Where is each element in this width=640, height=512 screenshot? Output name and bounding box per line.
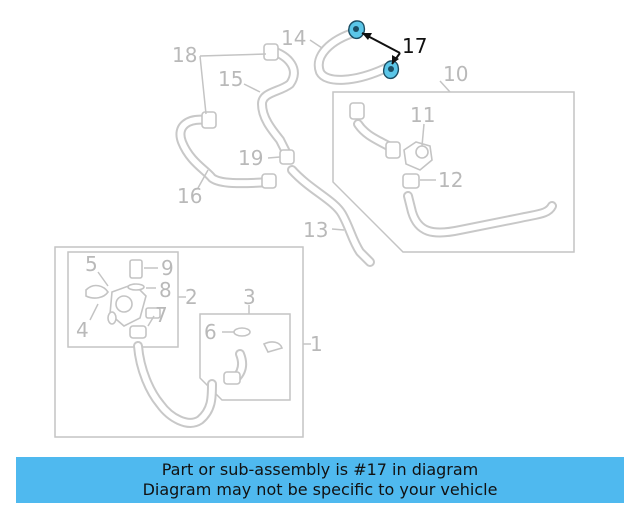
callout-1: 1 [310, 332, 323, 356]
part-19-clamp [279, 149, 295, 165]
callout-4: 4 [76, 318, 89, 342]
leader-17 [361, 32, 401, 65]
callout-9: 9 [161, 256, 174, 280]
assembly-10-box [332, 91, 575, 253]
assembly-3-box [199, 313, 291, 401]
callout-19: 19 [238, 146, 263, 170]
part-15-hose [257, 43, 299, 161]
leader-7 [147, 315, 155, 327]
leader-10 [439, 80, 451, 93]
leader-15 [243, 83, 261, 93]
callout-14: 14 [281, 26, 306, 50]
part-11-fitting [349, 102, 433, 171]
banner-line-1: Part or sub-assembly is #17 in diagram [161, 460, 479, 479]
callout-11: 11 [410, 103, 435, 127]
leader-13 [331, 228, 345, 231]
callout-6: 6 [204, 320, 217, 344]
leader-5 [97, 271, 109, 287]
part-12-clamp [402, 173, 420, 189]
callout-10: 10 [443, 62, 468, 86]
assembly-2-box [67, 251, 179, 348]
part-14-hose [313, 27, 391, 85]
leader-16 [197, 169, 209, 189]
callout-7: 7 [155, 303, 168, 327]
info-banner: Part or sub-assembly is #17 in diagram D… [16, 457, 624, 503]
callout-8: 8 [159, 278, 172, 302]
part-3-connector [223, 341, 284, 385]
leader-11 [421, 123, 425, 147]
part-4-seal [107, 311, 117, 325]
callout-18: 18 [172, 43, 197, 67]
parts-diagram: 1 2 3 4 5 6 7 8 9 10 11 12 13 14 15 16 1… [54, 20, 575, 438]
part-6-seal [233, 327, 251, 337]
assembly-1-box [54, 246, 304, 438]
callout-17[interactable]: 17 [402, 34, 427, 58]
part-2-housing [109, 283, 147, 339]
leader-4 [89, 303, 99, 321]
callout-2: 2 [185, 285, 198, 309]
part-9-sensor [129, 259, 143, 279]
banner-line-2: Diagram may not be specific to your vehi… [142, 480, 498, 499]
part-8-oring [127, 283, 145, 291]
part-13-hose [287, 165, 375, 267]
leader-18 [199, 53, 267, 115]
leader-19 [267, 156, 281, 159]
callout-13: 13 [303, 218, 328, 242]
callout-15: 15 [218, 67, 243, 91]
assembly-1-hose [133, 341, 217, 428]
callout-3: 3 [243, 285, 256, 309]
part-5-clip [85, 284, 109, 299]
callout-5: 5 [85, 252, 98, 276]
callout-12: 12 [438, 168, 463, 192]
callout-16: 16 [177, 184, 202, 208]
part-17-clamp-upper[interactable] [348, 20, 366, 40]
part-17-clamp-lower[interactable] [382, 60, 400, 80]
leader-14 [309, 39, 323, 49]
part-16-hose [175, 111, 277, 189]
